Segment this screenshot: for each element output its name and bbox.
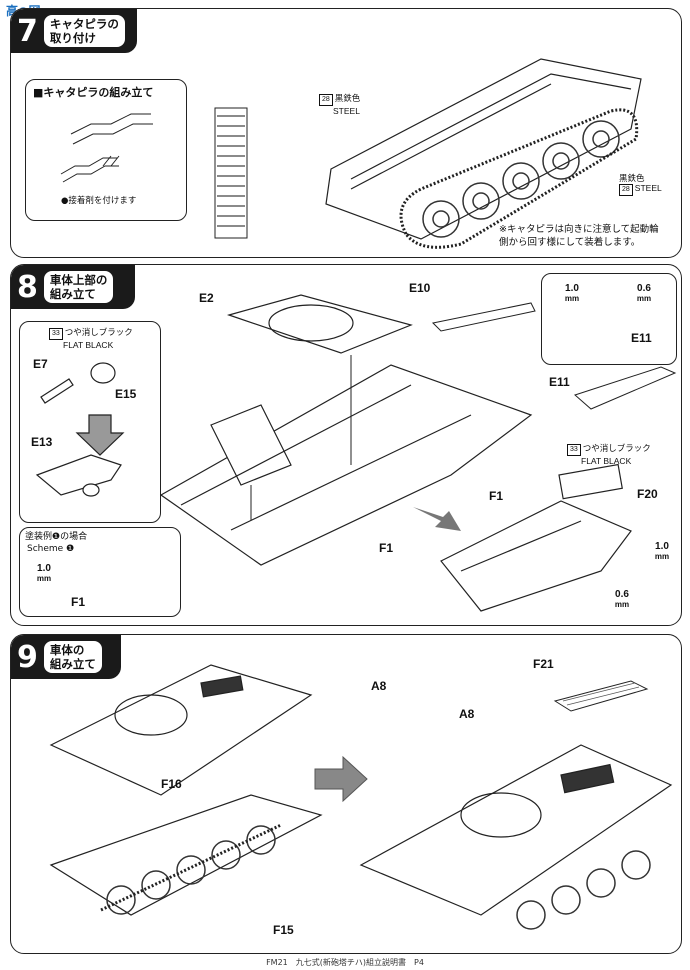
step9-panel: 9 車体の 組み立て F16 F15 A8 A8 F21: [10, 634, 682, 954]
hull-lower-illustration: [49, 794, 323, 916]
chassis-with-tracks-illustration: [325, 58, 642, 249]
step8-title-2: 組み立て: [49, 287, 96, 301]
step7-title-2: 取り付け: [49, 31, 96, 45]
F21-grille-illustration: [553, 680, 649, 712]
step8-header: 8 車体上部の 組み立て: [11, 265, 135, 309]
scheme-jp: 塗装例❶の場合: [25, 532, 88, 542]
label-F21: F21: [533, 657, 554, 671]
arrow-right-icon: [314, 755, 368, 803]
upper-hull-illustration: [159, 294, 533, 566]
E11-detail-box: [541, 273, 677, 365]
label-E11-detail: E11: [631, 331, 652, 345]
scheme-en: Scheme ❶: [27, 544, 75, 554]
track-link-illustration: [60, 113, 153, 183]
track-assembly-box: [25, 79, 187, 221]
lower-hull-illustration: [413, 463, 632, 612]
label-E11: E11: [549, 375, 570, 389]
label-F1-scheme: F1: [71, 595, 86, 609]
page-footer: FM21 九七式(新砲塔チハ)組立説明書 P4: [266, 958, 424, 967]
step7-number: 7: [17, 13, 38, 49]
hull-upper-illustration: [49, 664, 313, 796]
step8-number: 8: [17, 269, 38, 305]
track-assembly-heading: ■キャタピラの組み立て: [33, 86, 154, 99]
step9-header: 9 車体の 組み立て: [11, 635, 121, 679]
glue-note: ●接着剤を付けます: [61, 196, 137, 206]
step7-title-1: キャタピラの: [49, 17, 119, 31]
step9-number: 9: [17, 639, 38, 675]
label-F15: F15: [273, 923, 294, 937]
label-F1-right: F1: [489, 489, 504, 503]
step9-title-2: 組み立て: [49, 657, 96, 671]
E11-part-illustration: [574, 366, 677, 410]
label-F16: F16: [161, 777, 182, 791]
label-E10: E10: [409, 281, 431, 295]
label-E7: E7: [33, 357, 48, 371]
track-direction-note: ※キャタピラは向きに注意して起動輪 側から回す様にして装着します。: [499, 224, 659, 248]
label-E13: E13: [31, 435, 53, 449]
track-strip-illustration: [214, 107, 248, 239]
step7-panel: 7 キャタピラの 取り付け ■キャタピラの組み立て ●接着剤を付けます: [10, 8, 682, 258]
label-F1-main: F1: [379, 541, 394, 555]
label-A8-left: A8: [371, 679, 387, 693]
scheme-box: [19, 527, 181, 617]
label-F20: F20: [637, 487, 658, 501]
step8-title-1: 車体上部の: [49, 273, 108, 287]
step9-title-1: 車体の: [49, 643, 85, 657]
E10-part-illustration: [431, 302, 536, 332]
hull-complete-illustration: [359, 744, 673, 930]
turret-parts-illustration: [35, 362, 125, 497]
label-A8-right: A8: [459, 707, 475, 721]
label-E2: E2: [199, 291, 214, 305]
label-E15: E15: [115, 387, 137, 401]
step7-header: 7 キャタピラの 取り付け: [11, 9, 137, 53]
